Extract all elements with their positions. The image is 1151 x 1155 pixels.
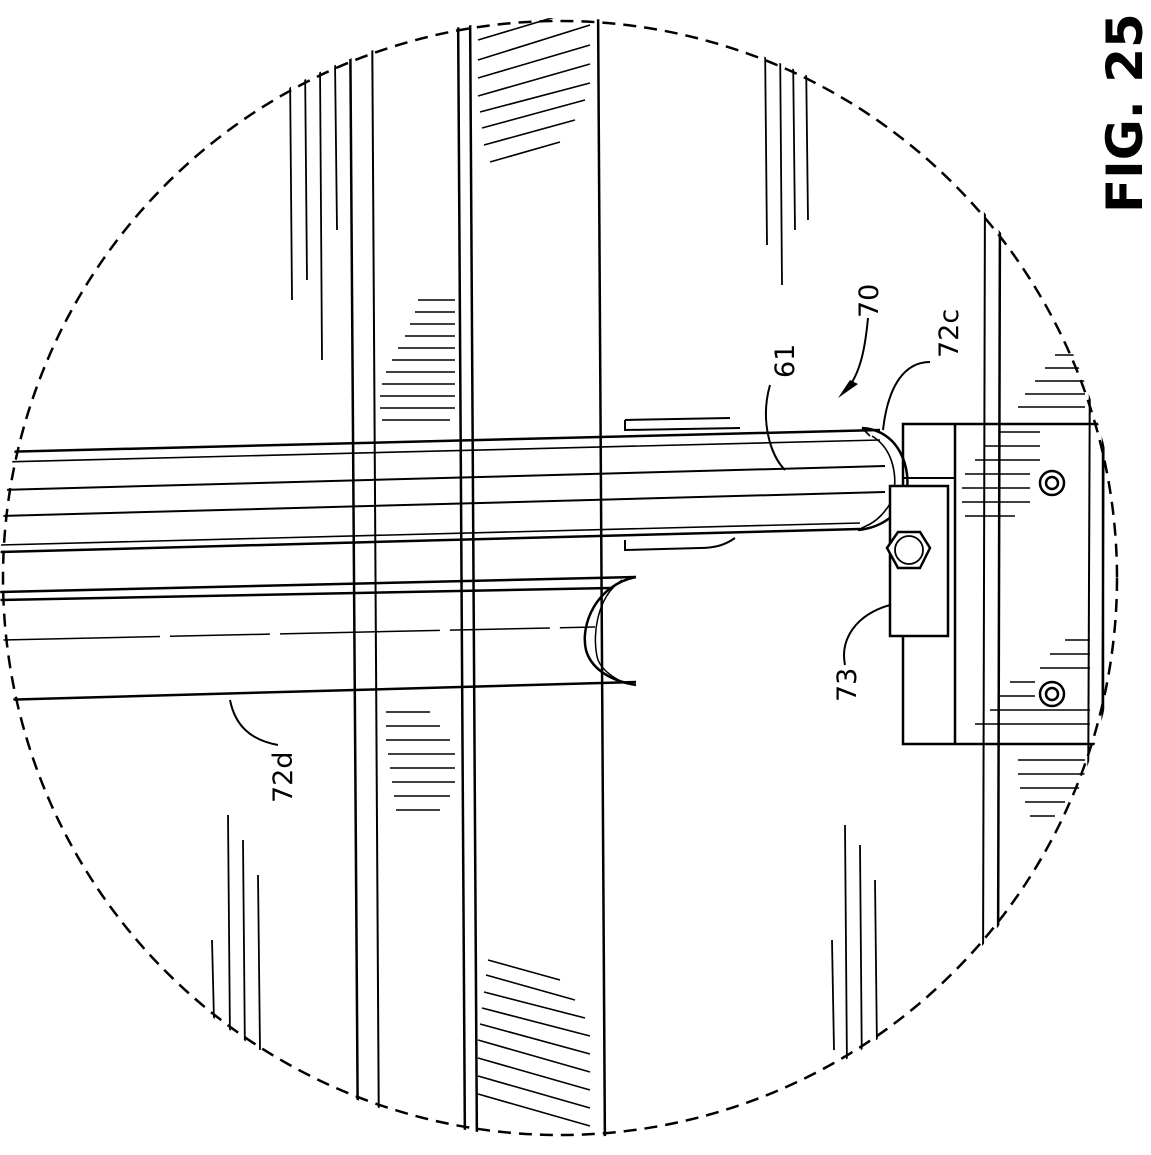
diagonal-hatching-bottom <box>477 959 591 1127</box>
horizontal-hatching <box>380 299 1085 817</box>
label-bracket: 73 <box>832 668 863 702</box>
label-rail: 61 <box>770 344 801 378</box>
screws <box>1038 469 1066 708</box>
diagonal-hatching-top <box>477 18 591 163</box>
label-lower-clip: 72d <box>268 752 299 804</box>
mounting-block <box>888 422 1105 746</box>
post-clip <box>624 417 741 552</box>
lower-tube <box>0 575 637 702</box>
vertical-frame-lines <box>348 18 1105 1138</box>
upper-rail <box>0 426 909 554</box>
vertical-shading <box>211 34 878 1081</box>
block-hatching <box>962 431 1090 725</box>
label-upper-clip: 72c <box>934 309 965 358</box>
figure-title: FIG. 25 <box>1096 13 1151 213</box>
detail-boundary-circle <box>1 19 1119 1137</box>
bolt <box>885 530 932 570</box>
label-assembly: 70 <box>854 284 885 318</box>
leader-lines <box>229 317 931 746</box>
